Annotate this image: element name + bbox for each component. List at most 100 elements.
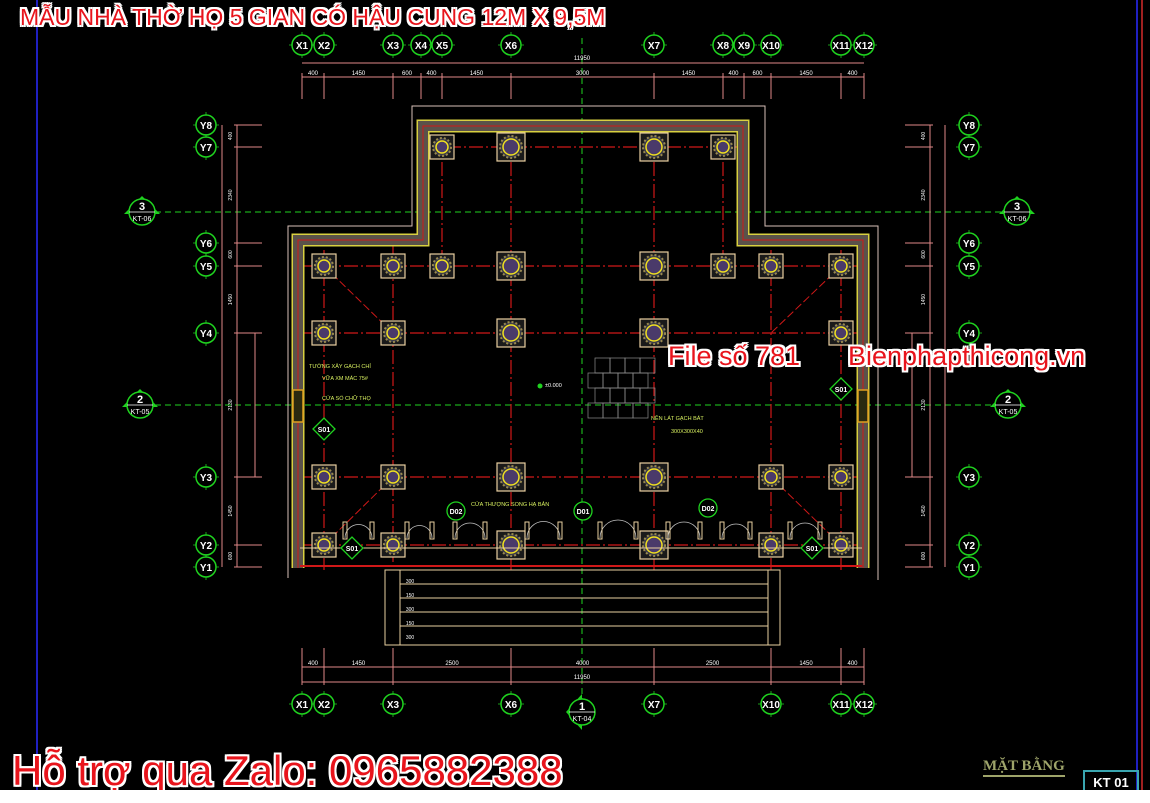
section-number: 3 [1014,201,1020,213]
grid-bubble: X12 [851,691,877,717]
dimension-label: 400 [308,661,319,667]
door-swing [454,522,486,539]
column [639,132,669,162]
dimension-label: 2500 [445,661,459,667]
floor-tile [624,387,641,404]
grid-label: Y2 [963,541,976,552]
column [828,320,854,346]
bubble-circle [500,693,522,715]
dimension-total-top: 11950 [574,56,591,62]
column-shaft [716,259,730,273]
door-tag: D02 [698,498,718,518]
grid-label: X10 [762,700,780,711]
bubble-circle [760,34,782,56]
bubble-circle [853,34,875,56]
dimension-label: 600 [228,250,234,259]
column [710,253,736,279]
floor-tile [609,357,626,374]
grid-label: Y5 [963,262,976,273]
column [429,134,455,160]
column-shaft [435,140,449,154]
section-marker-2: 2KT-05 [990,389,1026,419]
grid-bubble: X10 [758,32,784,58]
dimension-label: 1450 [352,71,366,77]
column-shaft [317,538,331,552]
dimension-total-bottom: 11950 [574,675,591,681]
grid-label: X5 [436,41,449,52]
section-ref: KT-05 [999,409,1018,416]
column-shaft [764,538,778,552]
bubble-circle [643,34,665,56]
dimension-label: 400 [228,132,234,141]
stair-dimension: 150 [406,621,415,627]
grid-bubble: Y5 [956,253,982,279]
section-number: 2 [137,394,143,406]
tag-label: D02 [450,509,463,516]
dimension-label: 1450 [470,71,484,77]
grid-bubble: X5 [429,32,455,58]
bubble-circle [958,136,980,158]
column [311,532,337,558]
annotation-door: CỬA THƯỢNG SONG HẠ BẢN [471,501,549,508]
tag-label: D01 [577,509,590,516]
grid-label: X11 [832,700,850,711]
dimension-label: 1450 [228,505,234,516]
dimension-label: 600 [752,71,763,77]
grid-label: X9 [738,41,751,52]
tag-label: D02 [702,506,715,513]
column [639,530,669,560]
window-tag: S01 [312,417,336,441]
grid-label: Y4 [963,329,976,340]
column [311,253,337,279]
floor-tile [587,372,604,389]
dimension-label: 1450 [228,294,234,305]
door-tag: D01 [573,501,593,521]
grid-label: X3 [387,41,400,52]
column-shaft [834,259,848,273]
grid-bubble: X2 [311,32,337,58]
column [380,253,406,279]
door-post [482,521,488,540]
section-marker-3: 3KT-06 [124,196,160,226]
dimension-label: 600 [921,250,927,259]
grid-bubble: X3 [380,32,406,58]
grid-bubble: Y8 [193,112,219,138]
column [758,532,784,558]
floor-tile [594,387,611,404]
door-post [452,521,458,540]
door-post [747,521,753,540]
dimension-label: 400 [728,71,739,77]
window-tag: S01 [829,377,853,401]
section-ref: KT-04 [573,716,592,723]
annotation-wall: TƯỜNG XÂY GẠCH CHỈ [309,363,371,370]
column-shaft [502,468,520,486]
column-shaft [386,326,400,340]
grid-label: X7 [648,700,661,711]
door-post [557,521,563,540]
grid-label: Y6 [200,239,213,250]
tag-diamond [829,377,853,401]
column-shaft [502,324,520,342]
dimension-label: 1450 [799,661,813,667]
grid-bubble: X10 [758,691,784,717]
grid-label: Y4 [200,329,213,340]
foundation-outline [287,105,879,580]
grid-label: X2 [318,700,331,711]
floor-tile [609,387,626,404]
floor-tile [594,357,611,374]
bubble-circle [760,693,782,715]
section-ref: KT-06 [133,216,152,223]
grid-label: Y3 [200,473,213,484]
column [311,464,337,490]
grid-bubble: X7 [641,32,667,58]
column-shaft [502,536,520,554]
section-marker-2: 2KT-05 [122,389,158,419]
dimension-label: 4000 [576,661,590,667]
grid-bubble: Y7 [193,134,219,160]
column [828,464,854,490]
grid-label: X8 [717,41,730,52]
bubble-circle [313,693,335,715]
wall-axis [297,125,864,568]
grid-label: X1 [296,700,309,711]
bubble-circle [382,693,404,715]
